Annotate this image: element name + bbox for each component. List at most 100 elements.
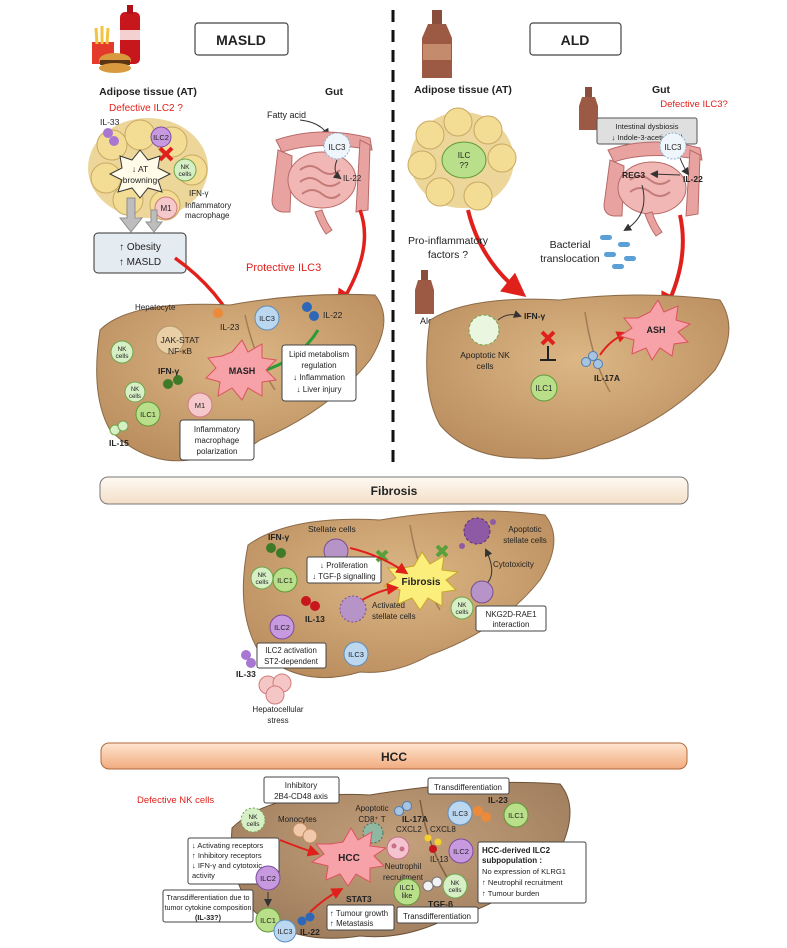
- polar-1: Inflammatory: [194, 425, 240, 434]
- apoptotic-stellate-cell: [459, 517, 496, 549]
- hcc-ilc2-b-label: ILC2: [260, 874, 276, 883]
- transdiff-bottom: Transdifferentiation: [403, 912, 471, 921]
- act-4: activity: [192, 871, 215, 880]
- bacteria-icon: [600, 235, 636, 269]
- ilc3-to-il22-arrow: [332, 159, 342, 180]
- il22-dot: [305, 912, 315, 922]
- ald-gut-il22-label: IL-22: [683, 174, 703, 184]
- ald-ifng-label: IFN-γ: [524, 311, 546, 321]
- inhibitory-box: [263, 776, 340, 804]
- dysbiosis-1: Intestinal dysbiosis: [616, 122, 679, 131]
- lipid-2: regulation: [301, 361, 336, 370]
- growth-box: [326, 904, 395, 931]
- act-2: ↑ Inhibitory receptors: [192, 851, 262, 860]
- hcc-ilc2-2: subpopulation :: [482, 856, 542, 865]
- il33-label: IL-33: [100, 117, 120, 127]
- hcc-ilc3-b-label: ILC3: [278, 929, 293, 936]
- il22-dot: [302, 302, 312, 312]
- fib-nk-2: cells: [455, 609, 469, 616]
- gut-il22-label: IL-22: [343, 174, 362, 183]
- act-1: ↓ Activating receptors: [192, 841, 264, 850]
- transdiff-top: Transdifferentiation: [434, 783, 502, 792]
- il22-dot: [297, 916, 307, 926]
- ilc1-cell: [530, 374, 558, 402]
- fib-ilc3-label: ILC3: [348, 650, 364, 659]
- neutrophil-1: Neutrophil: [385, 862, 422, 871]
- nkg2d-2: interaction: [493, 620, 530, 629]
- ifng-label: IFN-γ: [189, 189, 209, 198]
- liver-nk-1: NK: [117, 346, 127, 353]
- hcc-label: HCC: [338, 853, 360, 864]
- hcc-ilc2-label: ILC2: [453, 847, 469, 856]
- activating-box: [187, 837, 280, 885]
- gut-intestine: [271, 131, 373, 235]
- nkg2d-box: [475, 605, 547, 632]
- at-to-liver-red-arrow: [466, 209, 527, 297]
- masld-up-label: ↑ MASLD: [119, 257, 161, 268]
- il17a-dot: [581, 357, 591, 367]
- beer-bottle-icon: [579, 87, 598, 130]
- apoptotic-stellate-2: stellate cells: [503, 536, 547, 545]
- bacterial-2: translocation: [540, 253, 600, 265]
- masld-title-box: [194, 22, 289, 56]
- inhibitory-1: Inhibitory: [285, 781, 317, 790]
- hcc-burst: [310, 827, 388, 887]
- defective-ilc2-label: Defective ILC2 ?: [109, 103, 183, 114]
- hepatocyte-label: Hepatocyte: [135, 303, 176, 312]
- dysbiosis-2: ↓ Indole-3-acetic acid: [612, 133, 683, 142]
- ilc2-cell: [448, 838, 474, 864]
- liver-nk2-2: cells: [129, 394, 141, 400]
- ilc-unknown-cell: [441, 141, 487, 179]
- ash-label: ASH: [646, 325, 665, 335]
- apoptotic-stellate-1: Apoptotic: [508, 525, 541, 534]
- td-cytokine-box: [162, 889, 254, 923]
- tgfb-dot: [422, 880, 434, 892]
- apoptotic-cd8-1: Apoptotic: [355, 804, 388, 813]
- reg3-to-bacteria-arrow: [623, 184, 645, 232]
- inflam-mac-2: macrophage: [185, 211, 230, 220]
- apoptotic-cd8-2: CD8⁺ T: [358, 815, 385, 824]
- gut-intestine: [603, 141, 703, 237]
- ald-title: ALD: [561, 32, 590, 48]
- at-browning-2: browning: [123, 175, 158, 185]
- jak-stat-2: NF-κB: [168, 346, 192, 356]
- ald-title-box: [529, 22, 622, 56]
- il13-label: IL-13: [305, 614, 325, 624]
- il13-dot: [301, 596, 311, 606]
- il22-to-reg3-arrow: [650, 170, 681, 179]
- stellate-to-fibrosis-arrow: [349, 547, 409, 575]
- ald-at-title: Adipose tissue (AT): [414, 84, 512, 96]
- ilc1-like-2: like: [402, 893, 413, 900]
- hcc-ilc2-5: ↑ Tumour burden: [482, 889, 539, 898]
- nk-cell: [173, 158, 197, 182]
- il17a-label: IL-17A: [594, 373, 620, 383]
- liver-ifng-label: IFN-γ: [158, 366, 180, 376]
- ilc1-cell: [272, 567, 298, 593]
- il15-dot: [117, 420, 129, 432]
- il33-dot: [109, 136, 119, 146]
- il17a-dot: [593, 359, 603, 369]
- fib-nk-1: NK: [457, 602, 467, 609]
- il23-label: IL-23: [220, 322, 240, 332]
- liver-m1-label: M1: [195, 401, 205, 410]
- protective-ilc3-label: Protective ILC3: [246, 262, 321, 274]
- il15-label: IL-15: [109, 438, 129, 448]
- grey-down-arrow: [118, 197, 144, 233]
- il23-dot: [473, 806, 483, 816]
- ash-burst: [618, 299, 692, 361]
- lipid-1: Lipid metabolism: [289, 350, 349, 359]
- prolif-1: ↓ Proliferation: [320, 561, 368, 570]
- fib-ifng-label: IFN-γ: [268, 532, 290, 542]
- hcc-section: HCC Inhibitory 2B4-CD48 axis Transdiffer…: [100, 742, 688, 943]
- cxcl2-label: CXCL2: [396, 825, 422, 834]
- cytotoxicity-label: Cytotoxicity: [493, 560, 534, 569]
- nk-label-1: NK: [180, 164, 190, 171]
- hcc-nk-1: NK: [248, 814, 258, 821]
- ald-gut-title: Gut: [652, 84, 671, 96]
- il13-dot: [310, 601, 320, 611]
- apoptotic-nk-1: Apoptotic NK: [460, 350, 510, 360]
- fibrosis-title: Fibrosis: [371, 484, 418, 498]
- activated-2: stellate cells: [372, 612, 416, 621]
- stat3-label: STAT3: [346, 894, 372, 904]
